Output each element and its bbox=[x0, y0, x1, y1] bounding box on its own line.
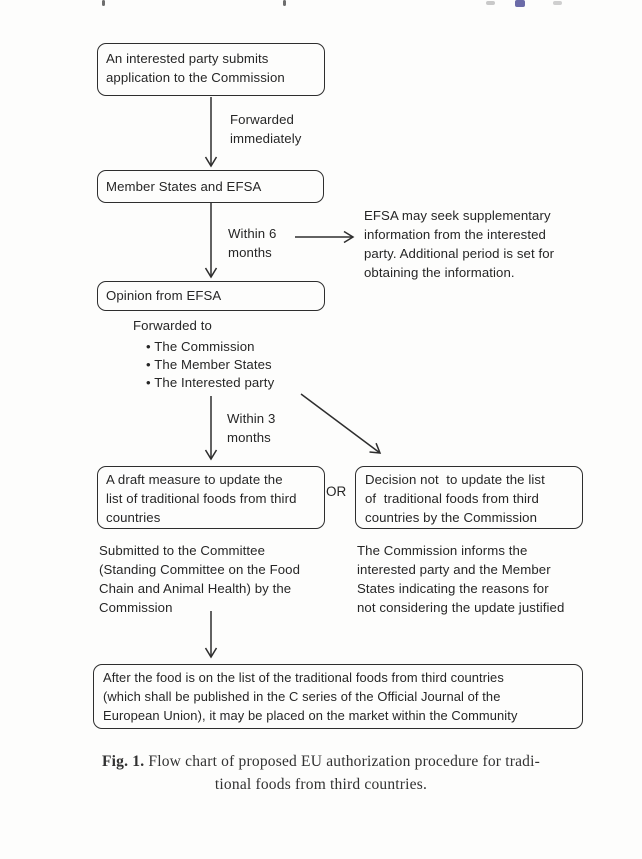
label-line: months bbox=[227, 430, 271, 445]
figure-caption: Fig. 1. Flow chart of proposed EU author… bbox=[0, 751, 642, 796]
box-decision-not-update: Decision not to update the list of tradi… bbox=[355, 466, 583, 529]
clipped-link-fragment bbox=[515, 0, 525, 7]
clipped-text-fragment bbox=[102, 0, 105, 6]
clipped-text-fragment bbox=[553, 1, 562, 5]
box-text-line: An interested party submits bbox=[106, 51, 269, 66]
label-line: immediately bbox=[230, 131, 302, 146]
note-line: party. Additional period is set for bbox=[364, 246, 555, 261]
note-line: States indicating the reasons for bbox=[357, 581, 549, 596]
box-text-line: list of traditional foods from third bbox=[106, 491, 297, 506]
label-line: Within 3 bbox=[227, 411, 276, 426]
box-opinion-efsa: Opinion from EFSA bbox=[97, 281, 325, 311]
list-item: • The Commission bbox=[146, 339, 255, 354]
note-line: Submitted to the Committee bbox=[99, 543, 266, 558]
clipped-text-line bbox=[0, 0, 642, 8]
note-line: obtaining the information. bbox=[364, 265, 515, 280]
note-line: EFSA may seek supplementary bbox=[364, 208, 551, 223]
note-line: not considering the update justified bbox=[357, 600, 565, 615]
box-text-line: application to the Commission bbox=[106, 70, 285, 85]
caption-line: tional foods from third countries. bbox=[214, 775, 428, 793]
label-line: Forwarded bbox=[230, 112, 294, 127]
label-within-6-months: Within 6 months bbox=[228, 224, 276, 262]
note-line: The Commission informs the bbox=[357, 543, 528, 558]
box-text-line: countries by the Commission bbox=[365, 510, 538, 525]
caption-text: Flow chart of proposed EU authorization … bbox=[148, 753, 540, 770]
note-line: (Standing Committee on the Food bbox=[99, 562, 301, 577]
list-forwarded-recipients: • The Commission • The Member States • T… bbox=[146, 338, 274, 392]
box-text-line: of traditional foods from third bbox=[365, 491, 539, 506]
box-member-states: Member States and EFSA bbox=[97, 170, 324, 203]
label-line: Within 6 bbox=[228, 226, 277, 241]
note-line: interested party and the Member bbox=[357, 562, 551, 577]
arrow-to-decision-not bbox=[300, 393, 382, 454]
box-text-line: Member States and EFSA bbox=[106, 179, 262, 194]
note-efsa-supplementary: EFSA may seek supplementary information … bbox=[364, 206, 554, 282]
note-line: Chain and Animal Health) by the bbox=[99, 581, 292, 596]
label-line: OR bbox=[326, 484, 347, 499]
note-submitted-committee: Submitted to the Committee (Standing Com… bbox=[99, 541, 300, 617]
figure-number: Fig. 1. bbox=[101, 753, 145, 770]
clipped-text-fragment bbox=[283, 0, 286, 6]
box-text-line: After the food is on the list of the tra… bbox=[103, 670, 504, 685]
note-commission-informs: The Commission informs the interested pa… bbox=[357, 541, 564, 617]
list-item: • The Member States bbox=[146, 357, 272, 372]
clipped-text-fragment bbox=[486, 1, 495, 5]
box-text-line: European Union), it may be placed on the… bbox=[103, 708, 518, 723]
caption-line: Fig. 1. Flow chart of proposed EU author… bbox=[0, 751, 642, 774]
label-forwarded-immediately: Forwarded immediately bbox=[230, 110, 301, 148]
box-text-line: (which shall be published in the C serie… bbox=[103, 689, 501, 704]
label-within-3-months: Within 3 months bbox=[227, 409, 275, 447]
note-line: Commission bbox=[99, 600, 173, 615]
note-line: information from the interested bbox=[364, 227, 546, 242]
label-line: months bbox=[228, 245, 272, 260]
box-application: An interested party submits application … bbox=[97, 43, 325, 96]
box-text-line: Decision not to update the list bbox=[365, 472, 545, 487]
list-item: • The Interested party bbox=[146, 375, 275, 390]
box-draft-measure: A draft measure to update the list of tr… bbox=[97, 466, 325, 529]
box-text-line: A draft measure to update the bbox=[106, 472, 283, 487]
label-line: Forwarded to bbox=[133, 318, 212, 333]
label-or: OR bbox=[326, 484, 346, 499]
box-text-line: Opinion from EFSA bbox=[106, 288, 222, 303]
box-text-line: countries bbox=[106, 510, 161, 525]
label-forwarded-to: Forwarded to bbox=[133, 316, 212, 335]
box-market-placement: After the food is on the list of the tra… bbox=[93, 664, 583, 729]
